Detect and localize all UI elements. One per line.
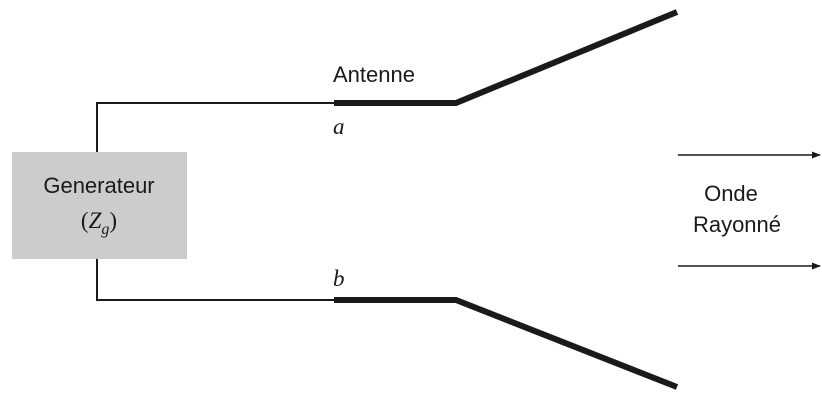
antenna-label: Antenne — [333, 62, 415, 87]
upper-feed-wire — [96, 102, 334, 152]
wave-label-line1: Onde — [704, 181, 758, 206]
generator-box — [12, 152, 187, 259]
upper-antenna-arm — [334, 9, 679, 106]
lower-antenna-arm — [334, 297, 679, 390]
terminal-b-label: b — [333, 266, 345, 291]
wave-label-line2: Rayonné — [693, 212, 781, 237]
generator-impedance: (Zg) — [81, 208, 117, 238]
lower-feed-wire — [96, 259, 334, 301]
terminal-a-label: a — [333, 114, 345, 139]
generator-label: Generateur — [43, 173, 154, 198]
